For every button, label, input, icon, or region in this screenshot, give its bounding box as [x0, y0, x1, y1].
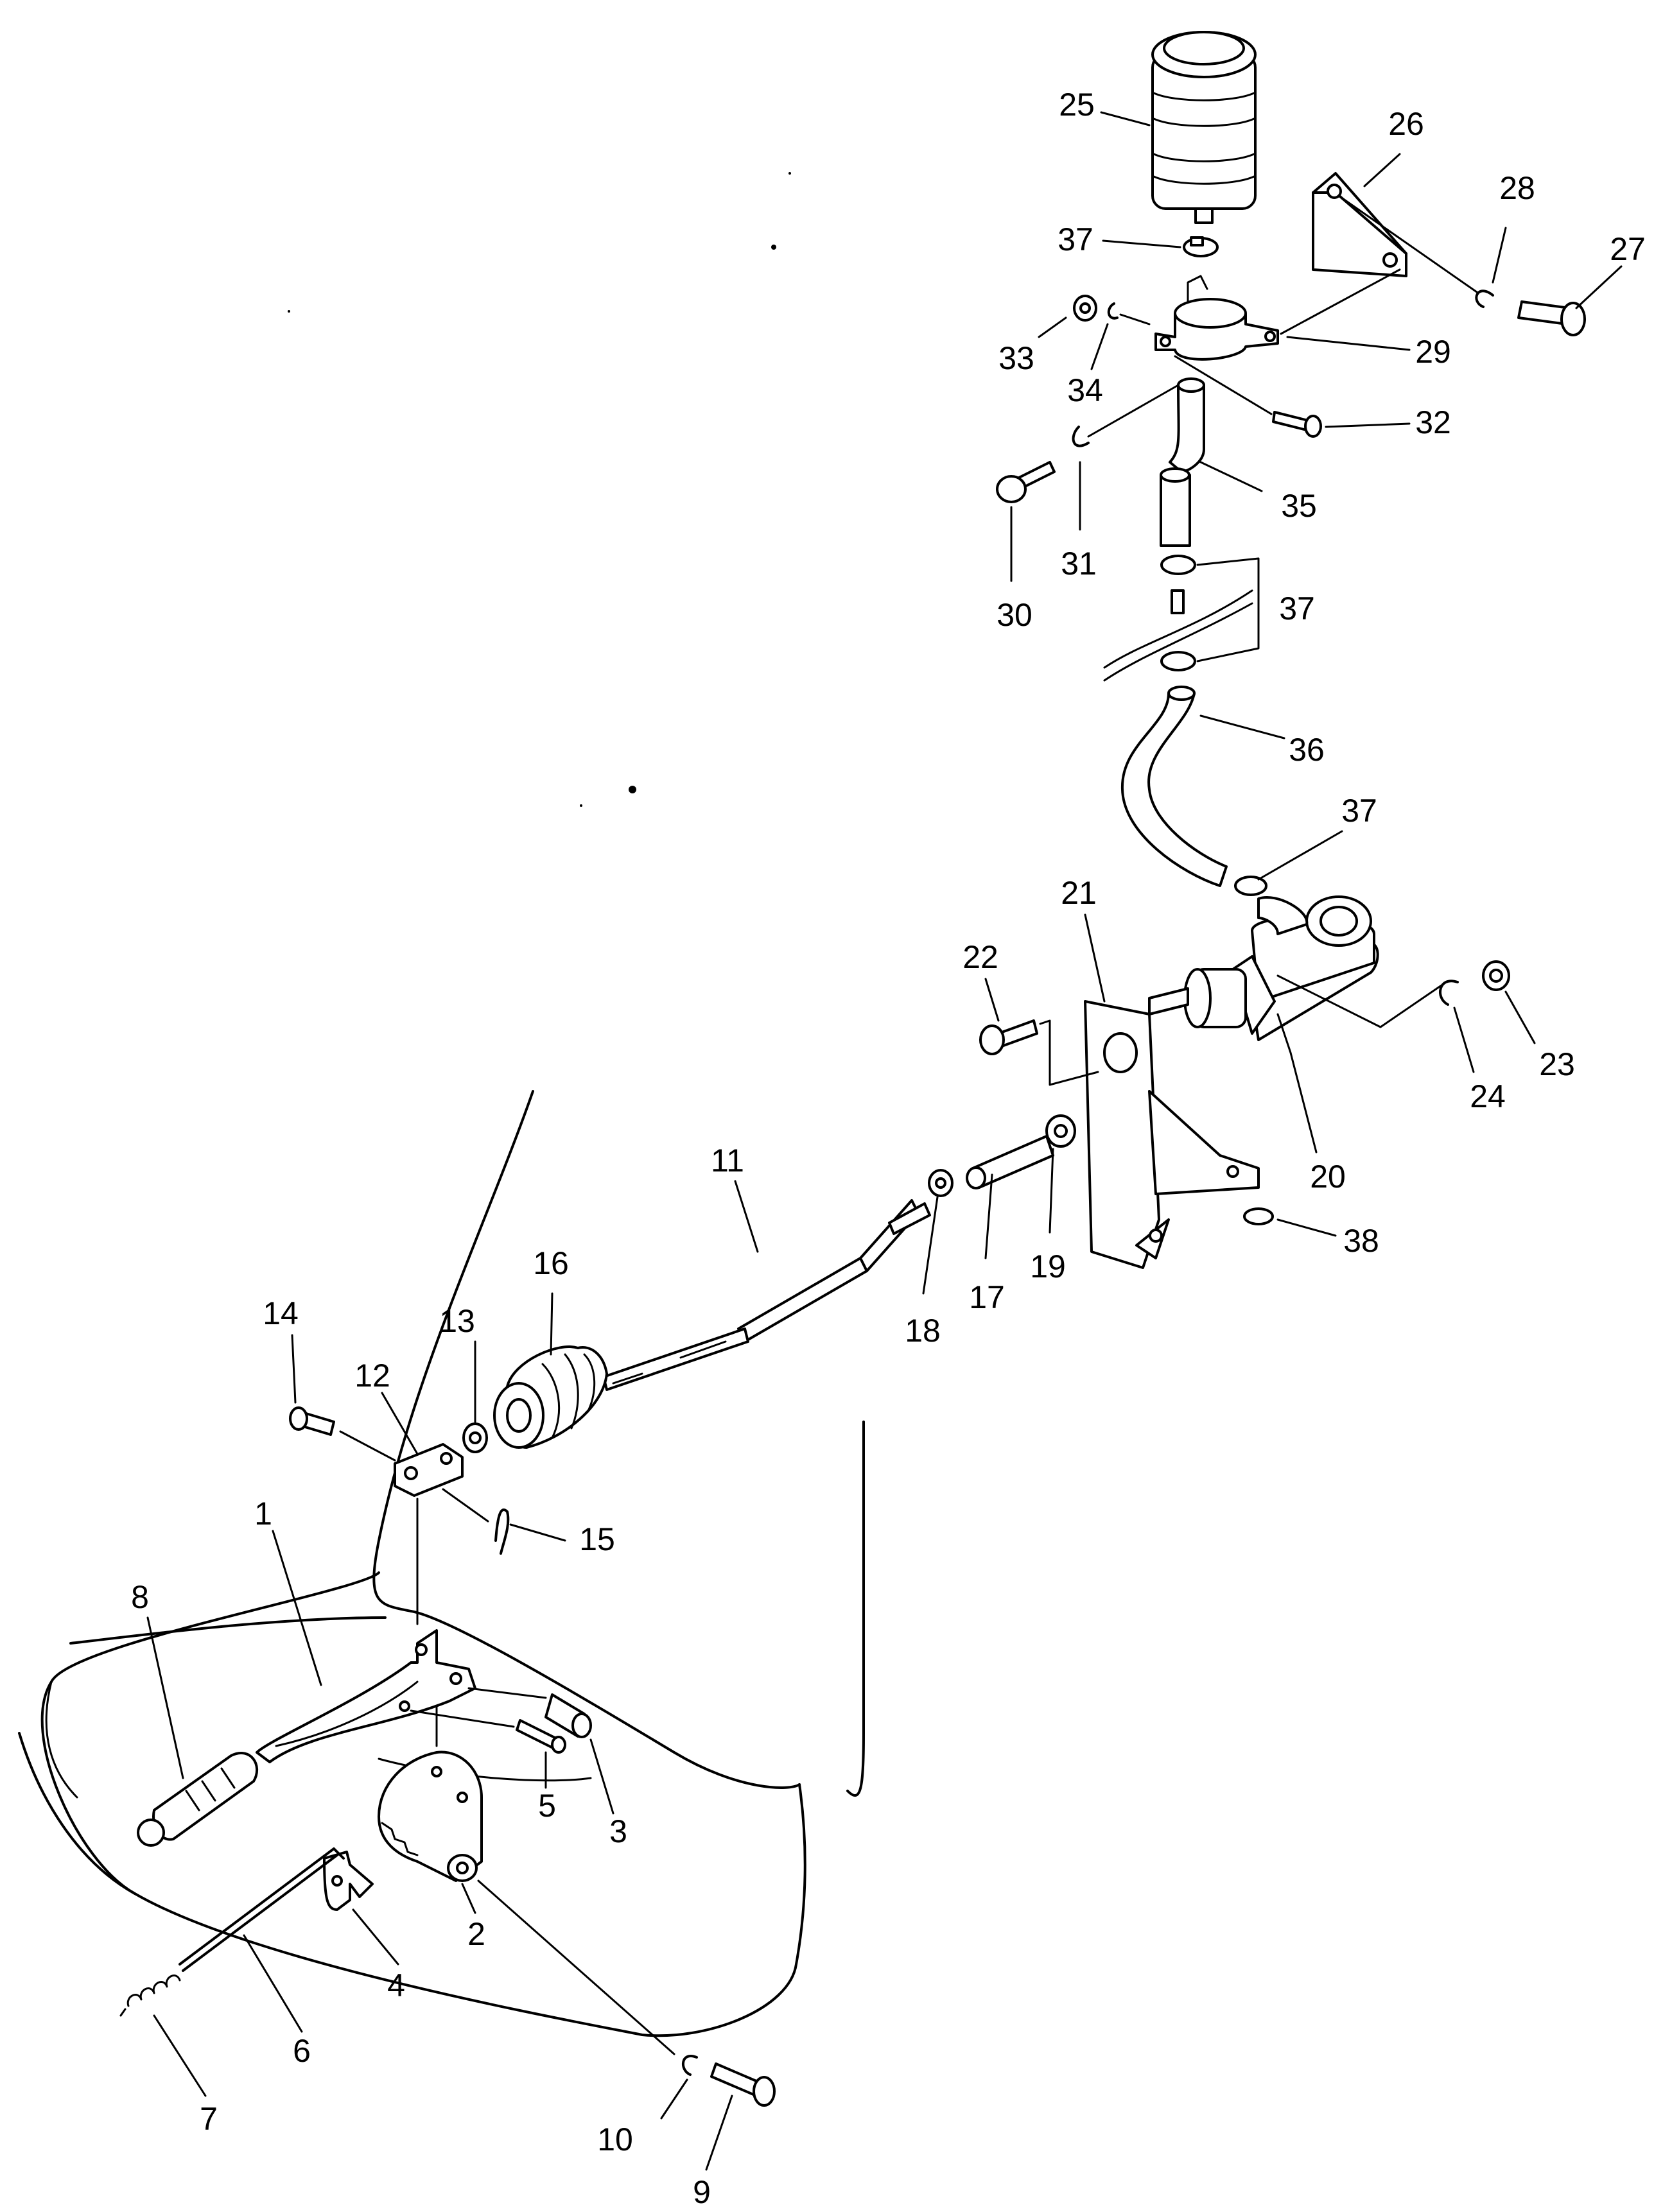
leader-lines — [146, 111, 1623, 2171]
bolt-9 — [710, 2062, 776, 2107]
callout-9: 9 — [693, 2174, 711, 2210]
callout-13: 13 — [439, 1303, 475, 1339]
callout-7: 7 — [200, 2101, 218, 2137]
washer-38 — [1243, 1207, 1274, 1225]
callout-labels: 1 2 3 4 5 6 7 8 9 10 11 12 13 14 15 16 1… — [131, 87, 1646, 2210]
link-rod — [179, 1847, 345, 1972]
clevis — [394, 1443, 464, 1497]
spacer-3 — [544, 1693, 592, 1738]
callout-22: 22 — [962, 939, 998, 975]
push-rod — [602, 1199, 931, 1391]
callout-4: 4 — [387, 1967, 405, 2003]
callout-33: 33 — [998, 340, 1034, 376]
lock-washer-28 — [1475, 289, 1494, 308]
callout-37-top: 37 — [1058, 221, 1093, 257]
callout-34: 34 — [1067, 372, 1103, 408]
master-cylinder — [1148, 895, 1379, 1041]
clevis-pin — [289, 1406, 335, 1436]
spring — [119, 1974, 181, 2017]
callout-2: 2 — [467, 1916, 485, 1952]
callout-16: 16 — [533, 1245, 569, 1281]
callout-38: 38 — [1343, 1223, 1379, 1259]
lock-washer-34 — [1107, 302, 1119, 320]
nut-19 — [1045, 1114, 1076, 1148]
callout-11: 11 — [711, 1143, 744, 1179]
nut-33 — [1073, 295, 1097, 322]
callout-29: 29 — [1415, 334, 1451, 370]
cylinder-bracket — [1084, 1000, 1260, 1269]
hose-clamp-lower — [1234, 876, 1267, 896]
reservoir-band — [1154, 275, 1279, 361]
callout-21: 21 — [1061, 875, 1097, 911]
hose-36 — [1120, 686, 1228, 887]
floor-line — [1103, 589, 1253, 669]
lever-grip — [137, 1752, 258, 1847]
callout-5: 5 — [538, 1788, 556, 1824]
callout-37-lower: 37 — [1341, 793, 1377, 829]
callout-15: 15 — [579, 1521, 615, 1557]
callout-30: 30 — [997, 597, 1032, 633]
mounting-bracket — [1312, 172, 1407, 277]
reservoir-tank — [1151, 31, 1257, 224]
callout-35: 35 — [1281, 488, 1317, 524]
lock-washer-31 — [1072, 426, 1090, 447]
bolt-27 — [1517, 300, 1586, 336]
bolt-30 — [996, 461, 1056, 503]
sleeve-17 — [966, 1135, 1054, 1189]
nut-18 — [928, 1169, 954, 1197]
bolt-32 — [1272, 411, 1322, 438]
callout-14: 14 — [263, 1295, 299, 1331]
pin-5 — [516, 1719, 566, 1754]
callout-18: 18 — [905, 1313, 941, 1349]
callout-37-middle: 37 — [1279, 591, 1315, 626]
washer-13 — [462, 1422, 488, 1453]
ratchet-plate — [378, 1750, 483, 1882]
lever-arm — [256, 1629, 476, 1763]
callout-20: 20 — [1310, 1159, 1346, 1195]
callout-27: 27 — [1610, 231, 1646, 267]
bolt-22 — [979, 1019, 1038, 1055]
callout-32: 32 — [1415, 404, 1451, 440]
callout-3: 3 — [609, 1813, 627, 1849]
callout-24: 24 — [1470, 1078, 1506, 1114]
lock-washer-10 — [681, 2055, 698, 2076]
callout-12: 12 — [354, 1358, 390, 1394]
callout-26: 26 — [1388, 106, 1424, 142]
scan-specks — [288, 172, 791, 807]
callout-8: 8 — [131, 1579, 149, 1615]
callout-10: 10 — [597, 2121, 633, 2157]
seat-outline — [18, 1090, 866, 2037]
callout-23: 23 — [1539, 1046, 1575, 1082]
hose-35 — [1160, 377, 1205, 547]
lock-washer-24 — [1439, 980, 1459, 1006]
nut-23 — [1482, 960, 1510, 991]
callout-1: 1 — [254, 1496, 272, 1532]
dust-boot — [493, 1345, 608, 1449]
hose-clamp-middle — [1160, 555, 1196, 671]
callout-28: 28 — [1499, 170, 1535, 206]
callout-19: 19 — [1030, 1249, 1066, 1284]
callout-17: 17 — [969, 1279, 1005, 1315]
pawl — [323, 1851, 374, 1911]
cotter-pin — [494, 1508, 510, 1555]
callout-36: 36 — [1289, 732, 1325, 768]
callout-31: 31 — [1061, 546, 1097, 582]
callout-25: 25 — [1059, 87, 1095, 123]
callout-6: 6 — [293, 2033, 311, 2069]
hose-clamp-top — [1183, 236, 1219, 257]
